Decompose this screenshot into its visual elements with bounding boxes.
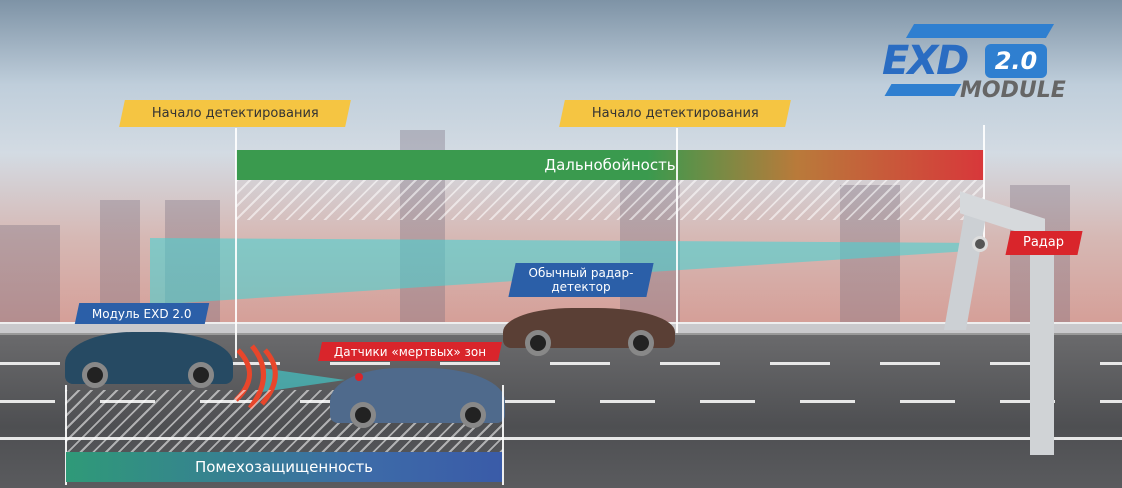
range-hatch-zone bbox=[236, 180, 984, 220]
sensor-icon bbox=[355, 373, 363, 381]
zone-line bbox=[502, 385, 504, 485]
detection-line bbox=[676, 128, 678, 333]
noise-immunity-label: Помехозащищенность bbox=[194, 458, 374, 476]
detection-start-tag: Начало детектирования bbox=[119, 100, 351, 127]
wheel bbox=[350, 402, 376, 428]
blind-spot-tag: Датчики «мертвых» зон bbox=[317, 342, 503, 361]
blind-spot-beam bbox=[262, 368, 345, 392]
radar-tag: Радар bbox=[1005, 231, 1083, 255]
radar-line bbox=[983, 125, 985, 245]
regular-detector-tag: Обычный радар-детектор bbox=[508, 263, 654, 297]
zone-line bbox=[65, 385, 67, 485]
logo-subtitle: MODULE bbox=[960, 78, 1066, 103]
exd-logo: EXD 2.0 MODULE bbox=[880, 22, 1075, 117]
lane-marking bbox=[0, 362, 1122, 365]
wheel bbox=[82, 362, 108, 388]
tag-text: Радар bbox=[1023, 235, 1065, 250]
wheel bbox=[188, 362, 214, 388]
wheel bbox=[525, 330, 551, 356]
wheel bbox=[460, 402, 486, 428]
tag-text: Обычный радар-детектор bbox=[528, 266, 634, 294]
radar-camera-icon bbox=[972, 236, 988, 252]
radar-post bbox=[1030, 240, 1054, 455]
road-edge-line bbox=[0, 437, 1122, 440]
logo-lightning-icon bbox=[884, 84, 962, 96]
module-tag: Модуль EXD 2.0 bbox=[74, 303, 210, 324]
range-label: Дальнобойность bbox=[544, 156, 676, 174]
logo-version: 2.0 bbox=[985, 44, 1047, 78]
logo-brand: EXD bbox=[882, 38, 969, 84]
building bbox=[0, 225, 60, 325]
detection-line bbox=[235, 128, 237, 358]
tag-text: Начало детектирования bbox=[151, 105, 319, 121]
wheel bbox=[628, 330, 654, 356]
range-bar: Дальнобойность bbox=[236, 150, 984, 180]
lane-marking bbox=[0, 400, 1122, 403]
detection-start-tag: Начало детектирования bbox=[559, 100, 791, 127]
logo-swoosh bbox=[905, 24, 1055, 38]
noise-immunity-bar: Помехозащищенность bbox=[66, 452, 502, 482]
tag-text: Датчики «мертвых» зон bbox=[333, 344, 487, 359]
tag-text: Модуль EXD 2.0 bbox=[92, 306, 192, 321]
tag-text: Начало детектирования bbox=[591, 105, 759, 121]
